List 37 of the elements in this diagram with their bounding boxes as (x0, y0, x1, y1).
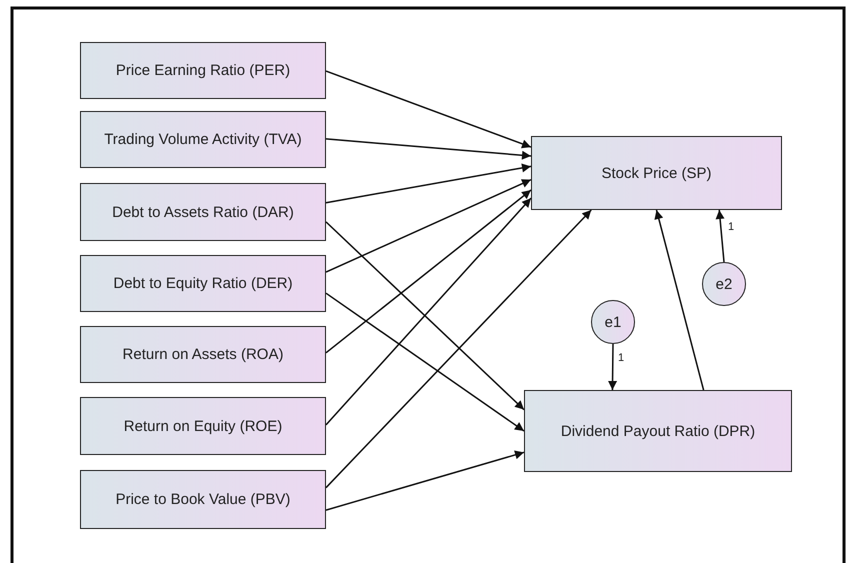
error-circle (591, 300, 635, 344)
arrow (325, 198, 532, 426)
arrow (326, 70, 532, 148)
node-label: Dividend Payout Ratio (DPR) (560, 422, 756, 440)
variable-box (80, 42, 326, 99)
node-label: Price to Book Value (PBV) (116, 491, 290, 508)
arrow (326, 292, 524, 432)
arrow (325, 209, 592, 488)
node-label: Return on Equity (ROE) (124, 418, 282, 434)
arrow (654, 210, 704, 390)
variable-box (80, 111, 326, 168)
variable-box (80, 255, 326, 312)
variable-box (80, 183, 326, 241)
arrow (716, 210, 725, 262)
arrow (326, 450, 524, 511)
variable-box (524, 390, 792, 472)
node-label: Trading Volume Activity (TVA) (104, 131, 302, 148)
variable-box (80, 326, 326, 383)
variable-box (531, 136, 782, 210)
arrow (326, 163, 532, 204)
edge-label: 1 (727, 221, 736, 233)
node-label: e2 (716, 276, 732, 292)
node-label: Price Earning Ratio (PER) (116, 62, 290, 79)
arrow (608, 344, 618, 390)
arrow (326, 138, 532, 160)
node-label: e1 (604, 314, 622, 330)
arrow (326, 178, 532, 273)
variable-box (80, 470, 326, 529)
node-label: Stock Price (SP) (601, 164, 712, 182)
node-label: Return on Assets (ROA) (122, 346, 284, 363)
node-label: Debt to Assets Ratio (DAR) (112, 204, 294, 220)
variable-box (80, 397, 326, 455)
arrow (326, 189, 532, 354)
error-circle (702, 262, 746, 306)
node-label: Debt to Equity Ratio (DER) (113, 275, 293, 292)
edge-label: 1 (617, 352, 626, 364)
arrow (325, 221, 525, 410)
